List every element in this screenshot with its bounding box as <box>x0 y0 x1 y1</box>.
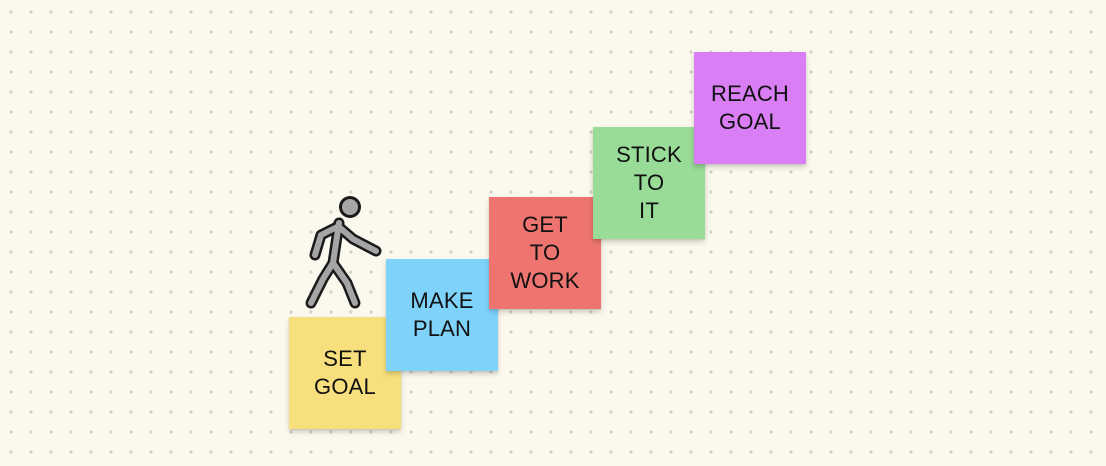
sticky-note-label: MAKE PLAN <box>410 288 474 341</box>
sticky-note-label: SET GOAL <box>314 346 376 399</box>
sticky-note-stick-to-it[interactable]: STICK TO IT <box>593 127 705 239</box>
sticky-note-label: STICK TO IT <box>616 142 682 223</box>
sticky-note-reach-goal[interactable]: REACH GOAL <box>694 52 806 164</box>
sticky-note-get-to-work[interactable]: GET TO WORK <box>489 197 601 309</box>
sticky-note-label: GET TO WORK <box>510 212 580 293</box>
sticky-note-make-plan[interactable]: MAKE PLAN <box>386 259 498 371</box>
sticky-note-set-goal[interactable]: SET GOAL <box>289 317 401 429</box>
person-walking-icon[interactable] <box>303 193 385 311</box>
sticky-note-label: REACH GOAL <box>710 81 789 134</box>
person-walking-graphic <box>305 196 382 309</box>
